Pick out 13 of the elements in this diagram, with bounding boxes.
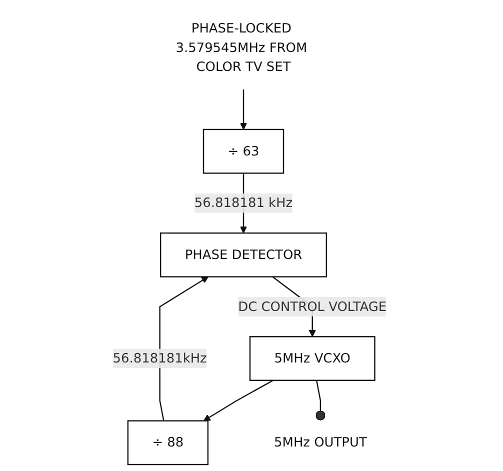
node-box: ÷ 63: [202, 128, 284, 174]
node-text: PHASE-LOCKED 3.579545MHz FROM COLOR TV SET: [175, 20, 307, 74]
connector: [315, 380, 325, 421]
node-text: 5MHz OUTPUT: [274, 434, 366, 450]
node-box: 5MHz VCXO: [248, 336, 375, 381]
edge-label: 56.818181kHz: [112, 350, 206, 366]
arrow: [158, 276, 208, 421]
arrow: [239, 89, 247, 130]
node-box: ÷ 88: [126, 420, 208, 466]
edge-label: 56.818181 kHz: [194, 195, 292, 210]
arrow: [202, 380, 273, 422]
node-box: PHASE DETECTOR: [159, 232, 327, 278]
edge-label: DC CONTROL VOLTAGE: [238, 298, 386, 314]
